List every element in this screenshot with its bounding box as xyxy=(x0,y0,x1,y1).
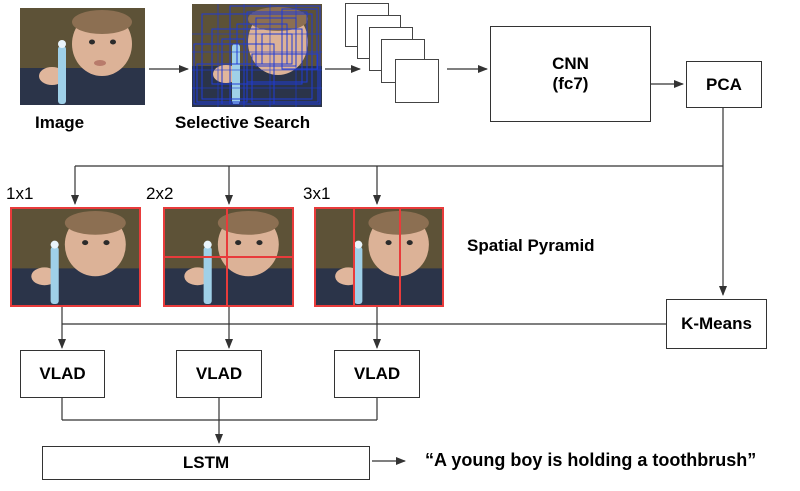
selective-search-image xyxy=(192,4,322,107)
vlad-box-2x2: VLAD xyxy=(176,350,262,398)
pyramid-level-1x1-label: 1x1 xyxy=(6,184,34,203)
cnn-label: CNN xyxy=(552,54,589,74)
grid-line-horizontal xyxy=(165,256,292,258)
cnn-box: CNN (fc7) xyxy=(490,26,651,122)
input-image xyxy=(20,8,145,105)
pyramid-image-2x2 xyxy=(163,207,294,307)
grid-line-vertical-2 xyxy=(399,209,401,305)
pyramid-image-1x1 xyxy=(10,207,141,307)
image-label: Image xyxy=(35,113,85,132)
kmeans-box: K-Means xyxy=(666,299,767,349)
lstm-box: LSTM xyxy=(42,446,370,480)
pyramid-level-2x2-label: 2x2 xyxy=(146,184,174,203)
pyramid-level-3x1-label: 3x1 xyxy=(303,184,331,203)
pyramid-image-3x1 xyxy=(314,207,444,307)
selective-search-label: Selective Search xyxy=(175,113,311,132)
vlad-box-1x1: VLAD xyxy=(20,350,105,398)
generated-caption: “A young boy is holding a toothbrush” xyxy=(425,450,757,470)
cnn-sublabel: (fc7) xyxy=(552,74,589,93)
vlad-box-3x1: VLAD xyxy=(334,350,420,398)
pca-box: PCA xyxy=(686,61,762,108)
region-proposal-5 xyxy=(395,59,439,103)
spatial-pyramid-label: Spatial Pyramid xyxy=(467,236,595,255)
grid-line-vertical-1 xyxy=(353,209,355,305)
